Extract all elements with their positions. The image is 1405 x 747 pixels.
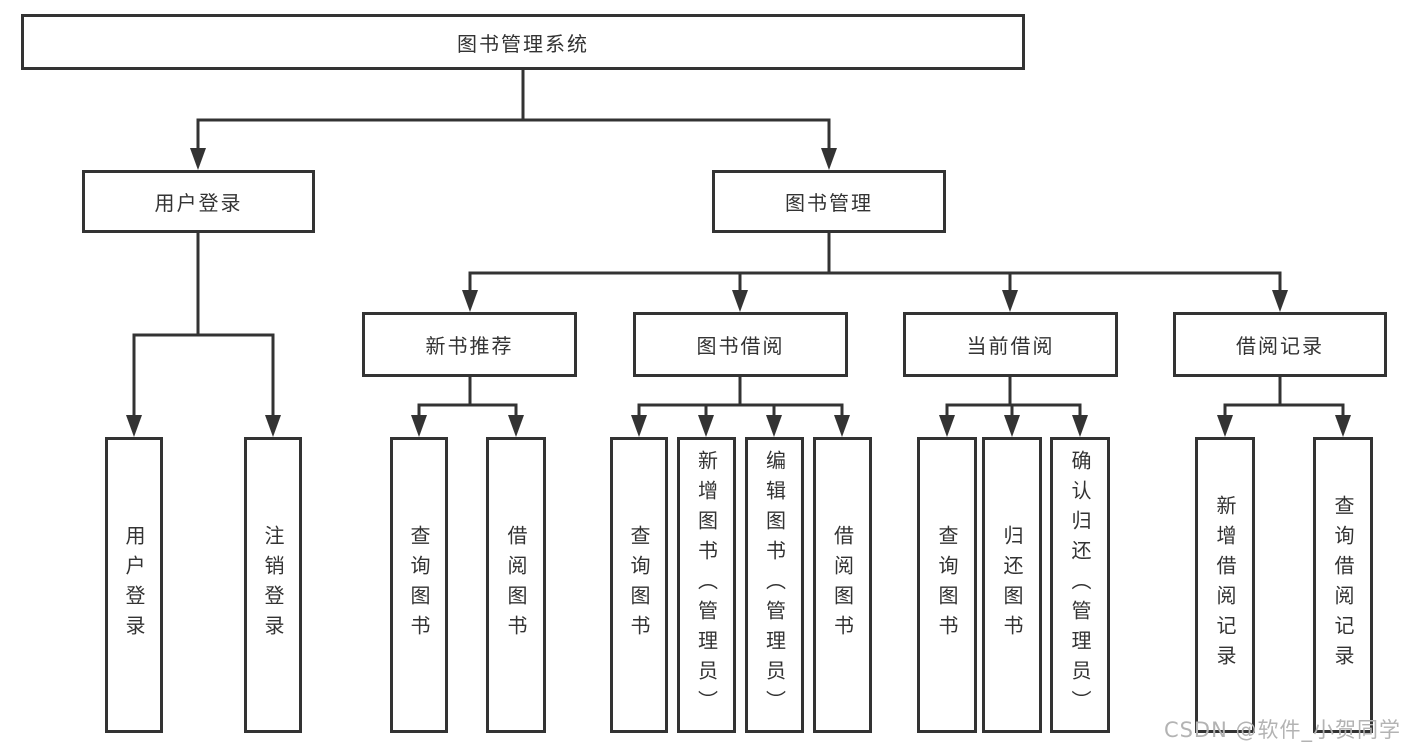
arrowhead [732,290,748,312]
node-library-system: 图书管理系统 [21,14,1025,70]
node-new-book-recommend: 新书推荐 [362,312,577,377]
leaf-query-books-recommend: 查询图书 [390,437,448,733]
leaf-user-login: 用户登录 [105,437,163,733]
node-user-login: 用户登录 [82,170,315,233]
arrowhead [190,148,206,170]
arrowhead [1335,415,1351,437]
arrowhead [411,415,427,437]
leaf-return-book: 归还图书 [982,437,1042,733]
arrowhead [462,290,478,312]
arrowhead [508,415,524,437]
leaf-add-book-admin: 新增图书（管理员） [677,437,736,733]
leaf-borrow-books: 借阅图书 [813,437,872,733]
arrowhead [1272,290,1288,312]
leaf-query-books-current: 查询图书 [917,437,977,733]
node-book-borrow: 图书借阅 [633,312,848,377]
arrowhead [126,415,142,437]
watermark: CSDN @软件_小贺同学 [1163,718,1401,742]
leaf-edit-book-admin: 编辑图书（管理员） [745,437,804,733]
arrowhead [1002,290,1018,312]
arrowhead [821,148,837,170]
arrowhead [1072,415,1088,437]
arrowhead [766,415,782,437]
leaf-query-books-borrow: 查询图书 [610,437,668,733]
arrowhead [939,415,955,437]
leaf-borrow-books-recommend: 借阅图书 [486,437,546,733]
node-current-borrow: 当前借阅 [903,312,1118,377]
arrowhead [265,415,281,437]
arrowhead [1217,415,1233,437]
node-book-management: 图书管理 [712,170,946,233]
arrowhead [698,415,714,437]
leaf-add-borrow-record: 新增借阅记录 [1195,437,1255,733]
node-borrow-records: 借阅记录 [1173,312,1387,377]
arrowhead [631,415,647,437]
leaf-confirm-return-admin: 确认归还（管理员） [1050,437,1110,733]
leaf-logout: 注销登录 [244,437,302,733]
leaf-query-borrow-record: 查询借阅记录 [1313,437,1373,733]
arrowhead [834,415,850,437]
arrowhead [1004,415,1020,437]
